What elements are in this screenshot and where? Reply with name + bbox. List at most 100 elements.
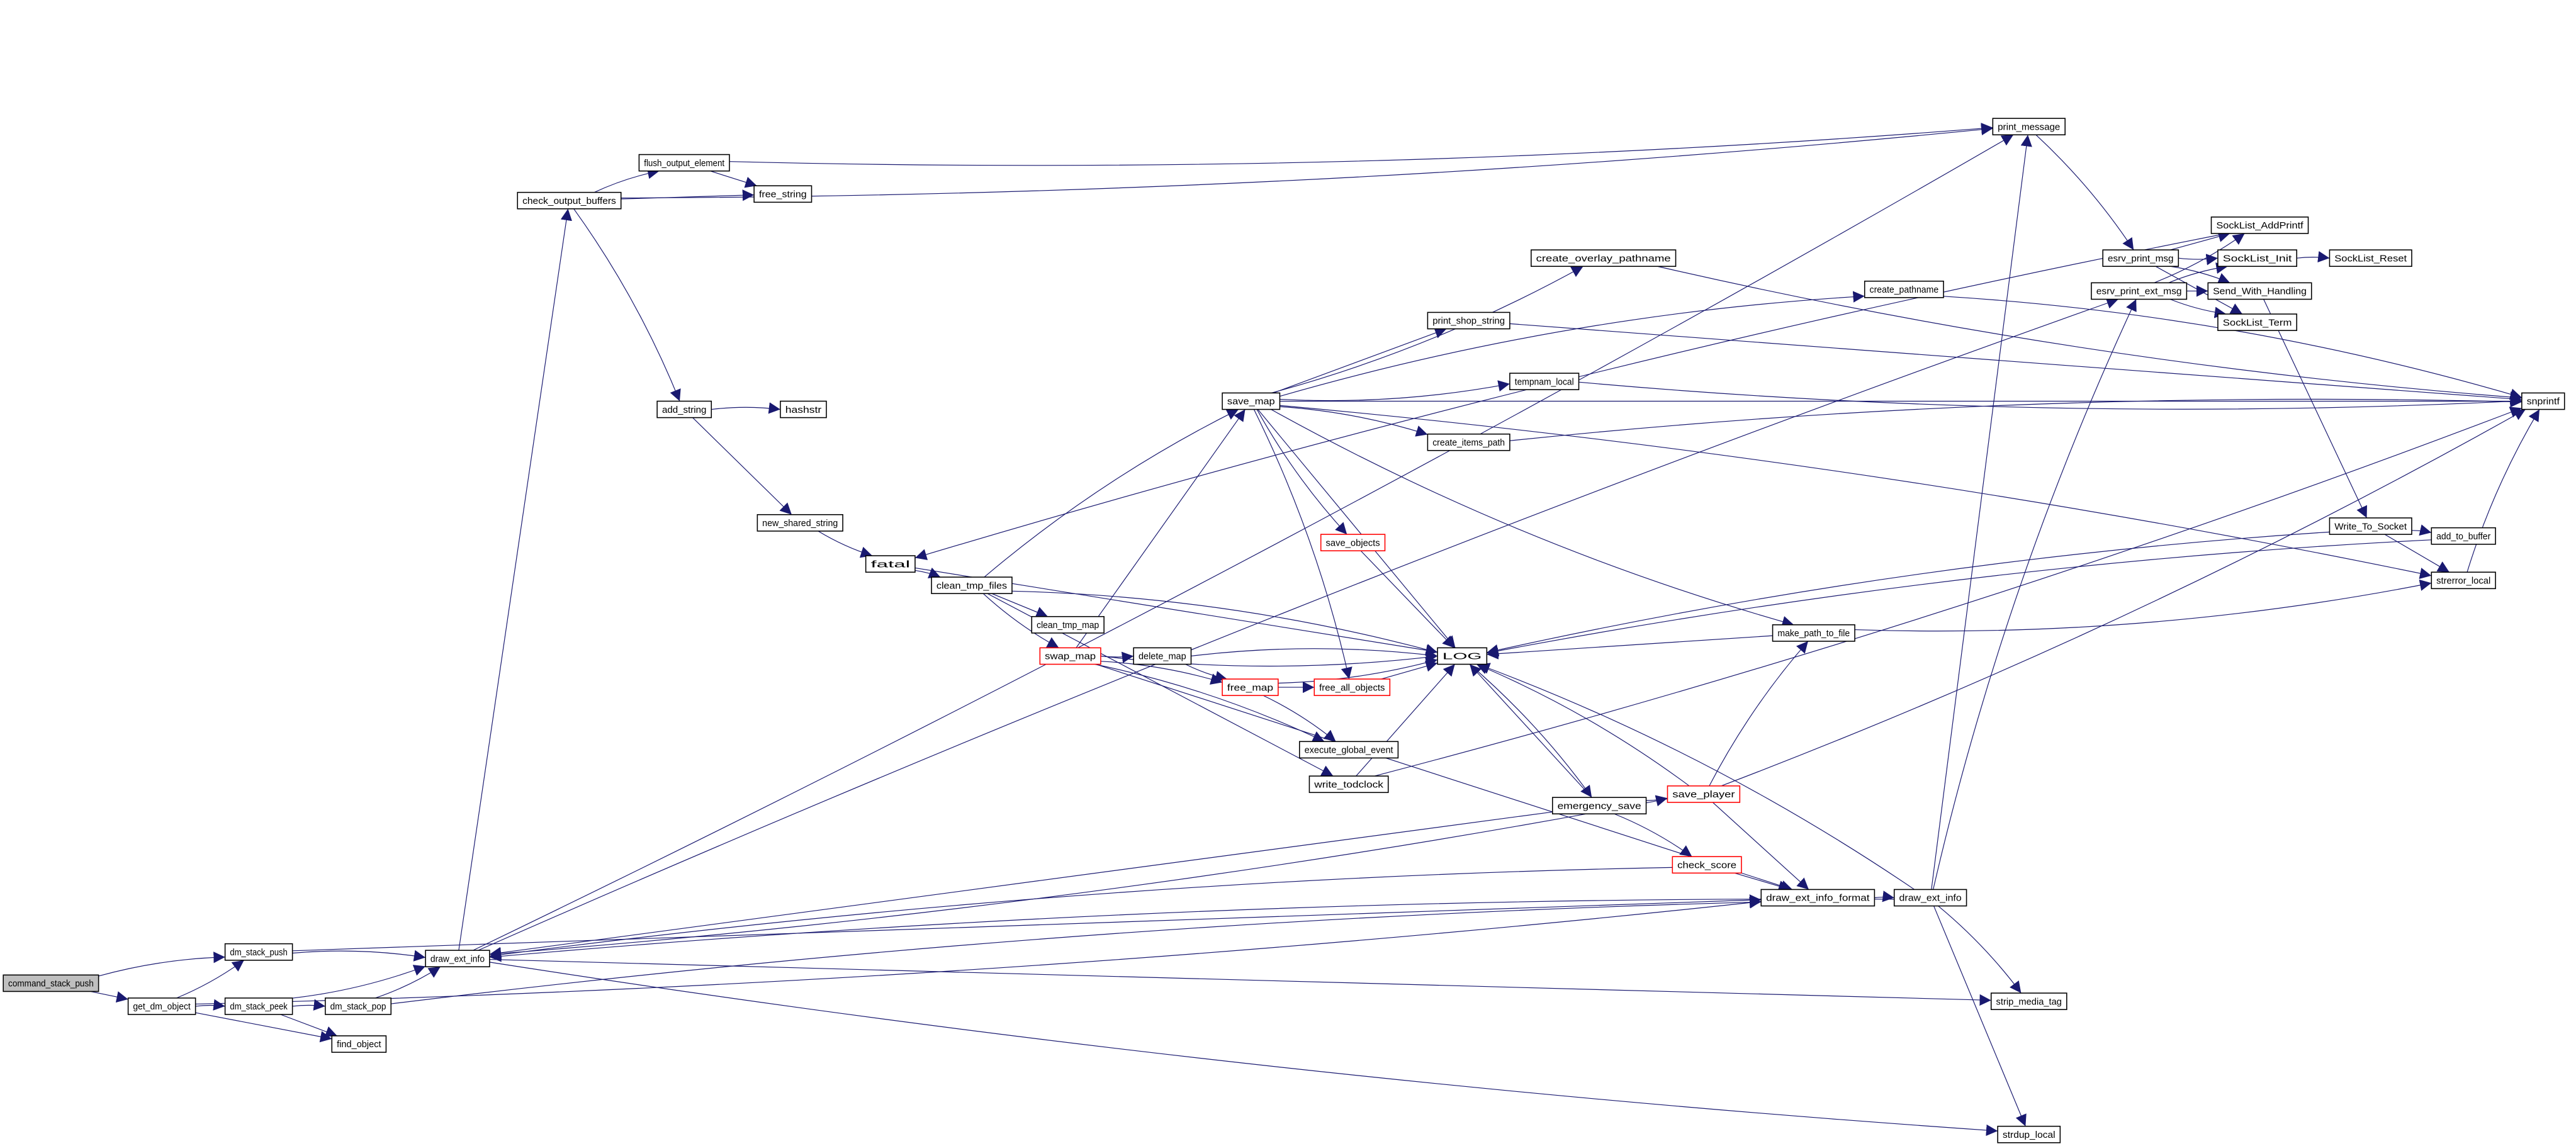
node-check-score[interactable]: check_score bbox=[1672, 856, 1742, 874]
node-label[interactable]: write_todclock bbox=[1313, 780, 1384, 790]
node-get-dm-object[interactable]: get_dm_object bbox=[127, 997, 196, 1015]
node-box[interactable] bbox=[2329, 249, 2412, 267]
node-label[interactable]: check_score bbox=[1677, 860, 1736, 870]
node-label[interactable]: flush_output_element bbox=[644, 159, 724, 169]
node-log[interactable]: LOG bbox=[1437, 647, 1488, 665]
node-strip-media-tag[interactable]: strip_media_tag bbox=[1990, 992, 2067, 1010]
node-draw-ext-info-2[interactable]: draw_ext_info bbox=[1893, 889, 1967, 907]
node-box[interactable] bbox=[1667, 785, 1741, 803]
node-free-map[interactable]: free_map bbox=[1222, 678, 1279, 696]
node-label[interactable]: dm_stack_peek bbox=[230, 1002, 288, 1012]
node-box[interactable] bbox=[638, 154, 730, 172]
node-label[interactable]: draw_ext_info bbox=[1899, 894, 1962, 904]
node-box[interactable] bbox=[1672, 856, 1742, 874]
node-label[interactable]: free_map bbox=[1227, 683, 1273, 693]
node-label[interactable]: dm_stack_pop bbox=[330, 1002, 386, 1012]
node-box[interactable] bbox=[425, 950, 490, 968]
node-box[interactable] bbox=[1031, 615, 1105, 634]
node-print-shop-string[interactable]: print_shop_string bbox=[1427, 312, 1510, 330]
node-flush-output-element[interactable]: flush_output_element bbox=[638, 154, 730, 172]
node-dm-stack-peek[interactable]: dm_stack_peek bbox=[224, 997, 293, 1015]
node-socklist-reset[interactable]: SockList_Reset bbox=[2329, 249, 2412, 267]
node-fatal[interactable]: fatal bbox=[865, 555, 916, 573]
node-box[interactable] bbox=[1308, 775, 1389, 794]
node-free-all-objects[interactable]: free_all_objects bbox=[1313, 678, 1391, 696]
node-label[interactable]: esrv_print_ext_msg bbox=[2096, 287, 2182, 297]
node-box[interactable] bbox=[1039, 647, 1101, 665]
node-box[interactable] bbox=[753, 185, 813, 203]
node-box[interactable] bbox=[2431, 527, 2496, 545]
node-draw-ext-info[interactable]: draw_ext_info bbox=[425, 950, 490, 968]
node-label[interactable]: print_message bbox=[1998, 122, 2060, 132]
node-box[interactable] bbox=[2207, 282, 2312, 300]
node-box[interactable] bbox=[517, 191, 622, 210]
node-label[interactable]: free_all_objects bbox=[1319, 683, 1385, 693]
node-label[interactable]: dm_stack_push bbox=[230, 948, 287, 958]
node-box[interactable] bbox=[1222, 392, 1281, 410]
node-save-objects[interactable]: save_objects bbox=[1320, 534, 1386, 552]
node-label[interactable]: SockList_Term bbox=[2223, 318, 2292, 328]
node-label[interactable]: draw_ext_info_format bbox=[1766, 894, 1869, 904]
node-add-string[interactable]: add_string bbox=[656, 400, 712, 419]
node-box[interactable] bbox=[756, 514, 843, 532]
node-label[interactable]: swap_map bbox=[1045, 652, 1096, 662]
node-emergency-save[interactable]: emergency_save bbox=[1551, 797, 1647, 815]
node-write-todclock[interactable]: write_todclock bbox=[1308, 775, 1389, 794]
node-snprintf[interactable]: snprintf bbox=[2521, 392, 2565, 410]
node-label[interactable]: snprintf bbox=[2527, 397, 2560, 407]
node-box[interactable] bbox=[2091, 282, 2188, 300]
node-socklist-addprintf[interactable]: SockList_AddPrintf bbox=[2210, 216, 2309, 234]
node-label[interactable]: draw_ext_info bbox=[430, 954, 485, 964]
node-create-overlay-pathname[interactable]: create_overlay_pathname bbox=[1531, 249, 1677, 267]
node-clean-tmp-files[interactable]: clean_tmp_files bbox=[931, 576, 1013, 594]
node-label[interactable]: add_to_buffer bbox=[2436, 532, 2490, 542]
node-socklist-init[interactable]: SockList_Init bbox=[2217, 249, 2298, 267]
node-label[interactable]: make_path_to_file bbox=[1777, 629, 1850, 639]
node-label[interactable]: SockList_Init bbox=[2223, 254, 2292, 264]
node-esrv-print-ext-msg[interactable]: esrv_print_ext_msg bbox=[2091, 282, 2188, 300]
node-label[interactable]: LOG bbox=[1443, 652, 1482, 662]
node-label[interactable]: execute_global_event bbox=[1305, 746, 1393, 756]
node-label[interactable]: delete_map bbox=[1139, 652, 1186, 662]
node-box[interactable] bbox=[1509, 373, 1580, 390]
node-box[interactable] bbox=[1531, 249, 1677, 267]
node-box[interactable] bbox=[1320, 534, 1386, 552]
node-free-string[interactable]: free_string bbox=[753, 185, 813, 203]
node-box[interactable] bbox=[1772, 624, 1855, 642]
node-execute-global-event[interactable]: execute_global_event bbox=[1298, 741, 1399, 759]
node-label[interactable]: strip_media_tag bbox=[1996, 997, 2062, 1007]
node-new-shared-string[interactable]: new_shared_string bbox=[756, 514, 843, 532]
node-box[interactable] bbox=[3, 974, 99, 992]
node-box[interactable] bbox=[1427, 312, 1510, 330]
node-label[interactable]: SockList_AddPrintf bbox=[2216, 221, 2303, 231]
node-tempnam-local[interactable]: tempnam_local bbox=[1509, 373, 1580, 390]
node-label[interactable]: create_overlay_pathname bbox=[1536, 254, 1671, 264]
node-esrv-print-msg[interactable]: esrv_print_msg bbox=[2102, 249, 2179, 267]
node-box[interactable] bbox=[1437, 647, 1488, 665]
node-box[interactable] bbox=[2329, 517, 2412, 535]
node-label[interactable]: print_shop_string bbox=[1432, 317, 1505, 327]
node-box[interactable] bbox=[1997, 1125, 2061, 1143]
node-box[interactable] bbox=[1893, 889, 1967, 907]
node-box[interactable] bbox=[2217, 313, 2298, 331]
node-label[interactable]: clean_tmp_map bbox=[1037, 621, 1099, 631]
node-label[interactable]: esrv_print_msg bbox=[2108, 254, 2173, 264]
node-make-path-to-file[interactable]: make_path_to_file bbox=[1772, 624, 1855, 642]
node-command-stack-push[interactable]: command_stack_push bbox=[3, 974, 99, 992]
node-box[interactable] bbox=[224, 943, 293, 961]
node-label[interactable]: strdup_local bbox=[2003, 1130, 2056, 1140]
node-box[interactable] bbox=[127, 997, 196, 1015]
node-box[interactable] bbox=[1313, 678, 1391, 696]
node-send-with-handling[interactable]: Send_With_Handling bbox=[2207, 282, 2312, 300]
node-dm-stack-pop[interactable]: dm_stack_pop bbox=[325, 997, 392, 1015]
node-box[interactable] bbox=[2217, 249, 2298, 267]
node-box[interactable] bbox=[1427, 433, 1510, 451]
node-box[interactable] bbox=[780, 400, 827, 419]
node-box[interactable] bbox=[2521, 392, 2565, 410]
node-box[interactable] bbox=[1222, 678, 1279, 696]
node-box[interactable] bbox=[865, 555, 916, 573]
node-label[interactable]: save_objects bbox=[1326, 538, 1380, 548]
node-label[interactable]: strerror_local bbox=[2436, 576, 2490, 586]
node-label[interactable]: SockList_Reset bbox=[2334, 254, 2407, 264]
node-dm-stack-push[interactable]: dm_stack_push bbox=[224, 943, 293, 961]
